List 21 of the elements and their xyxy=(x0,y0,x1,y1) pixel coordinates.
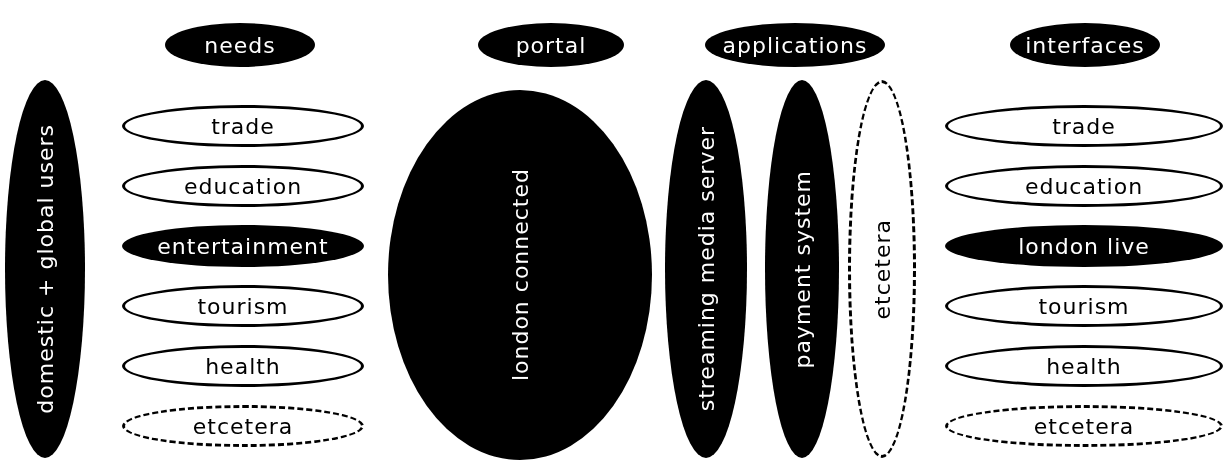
ellipse-label: london connected xyxy=(507,168,533,382)
ellipse-label: payment system xyxy=(789,169,815,369)
ellipse-label: education xyxy=(183,173,303,199)
ellipse-label: needs xyxy=(204,32,276,58)
ellipse-label: health xyxy=(205,353,281,379)
ellipse-label: streaming media server xyxy=(693,126,719,412)
ellipse-label: domestic + global users xyxy=(32,124,58,414)
ellipse-label: applications xyxy=(722,32,868,58)
ellipse-label: trade xyxy=(211,113,275,139)
ellipse-label: education xyxy=(1024,173,1144,199)
ellipse-label: portal xyxy=(515,32,587,58)
ellipse-label: london live xyxy=(1018,233,1150,259)
ellipse-label: tourism xyxy=(1038,293,1130,319)
ellipse-label: interfaces xyxy=(1025,32,1145,58)
ellipse-label: tourism xyxy=(197,293,289,319)
ellipse-label: entertainment xyxy=(157,233,329,259)
ellipse-label: trade xyxy=(1052,113,1116,139)
ellipse-label: etcetera xyxy=(1033,413,1135,439)
ellipse-label: etcetera xyxy=(869,218,895,320)
ellipse-label: etcetera xyxy=(192,413,294,439)
ellipse-label: health xyxy=(1046,353,1122,379)
